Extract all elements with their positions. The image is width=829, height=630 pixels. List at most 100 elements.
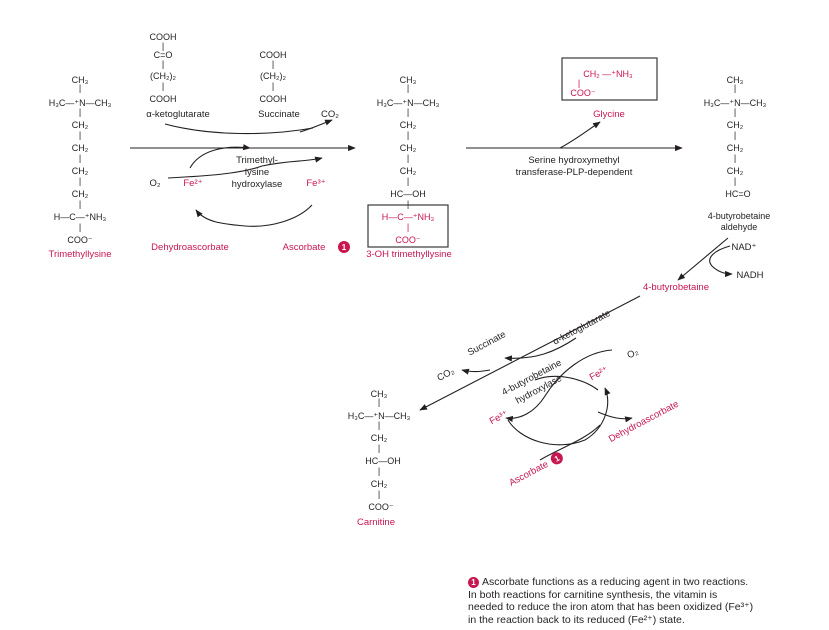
ohtml-bond-6: |: [407, 199, 409, 209]
tml-bond-1: |: [79, 83, 81, 93]
reaction4-labels: α-ketoglutarate Succinate CO₂ O₂ 4-butyr…: [435, 308, 680, 489]
co2-label-1: CO₂: [321, 109, 339, 120]
bba-ch2-3: CH₂: [727, 166, 744, 176]
akg-ch2-2: (CH₂)₂: [150, 71, 176, 81]
tml-bond-5: |: [79, 176, 81, 186]
carn-bond-3: |: [378, 443, 380, 453]
glycine-bond: |: [578, 78, 580, 88]
footnote-line-4: in the reaction back to its reduced (Fe²…: [468, 613, 685, 626]
bba-bond-2: |: [734, 107, 736, 117]
fe3-to-fe2-cycle-bottom-2: [507, 419, 586, 446]
ascorbate-label-2: Ascorbate: [507, 459, 550, 489]
footnote-line-3: needed to reduce the iron atom that has …: [468, 601, 754, 613]
succinate-label: Succinate: [258, 109, 300, 120]
succ-bond-2: |: [272, 81, 274, 91]
trimethyllysine-label: Trimethyllysine: [49, 249, 112, 260]
butyrobetaine-aldehyde-label-line-1: 4-butyrobetaine: [708, 211, 771, 221]
ohtml-bond-4: |: [407, 153, 409, 163]
fe3-label-2: Fe³⁺: [488, 408, 510, 427]
footnote-badge: 1: [468, 577, 479, 588]
bba-aldehyde: HC=O: [725, 189, 750, 199]
ohtml-ch2-1: CH₂: [400, 120, 417, 130]
bba-bond-5: |: [734, 176, 736, 186]
tml-bond-7: |: [79, 222, 81, 232]
tml-ch2-2: CH₂: [72, 143, 89, 153]
akg-bond-1: |: [162, 41, 164, 51]
glycine-carboxylate: COO⁻: [570, 88, 596, 98]
akg-carbonyl: C=O: [154, 50, 173, 60]
ohtml-bond-5: |: [407, 176, 409, 186]
carn-hydroxyl-carbon: HC—OH: [365, 456, 401, 466]
ohtml-hydroxyl-carbon: HC—OH: [390, 189, 426, 199]
oh-trimethyllysine-label: 3-OH trimethyllysine: [366, 249, 452, 260]
nad-to-nadh-curve: [709, 245, 733, 278]
glycine-release-arrow: [559, 121, 601, 149]
dehydroascorbate-arrow-2: [597, 411, 633, 423]
butyrobetaine-label: 4-butyrobetaine: [643, 282, 709, 293]
carn-bond-4: |: [378, 466, 380, 476]
enzyme1-line-2: lysine: [245, 167, 269, 178]
ohtml-ch2-2: CH₂: [400, 143, 417, 153]
succ-ch2-2: (CH₂)₂: [260, 71, 286, 81]
tml-bond-2: |: [79, 107, 81, 117]
ohtml-ch3-top: CH₃: [400, 75, 417, 85]
ascorbate-badge-1-number: 1: [342, 243, 347, 252]
ohtml-ch2-3: CH₂: [400, 166, 417, 176]
tml-n-row: H₃C—⁺N—CH₃: [49, 98, 112, 108]
succ-cooh-top: COOH: [260, 50, 287, 60]
enzyme1-line-3: hydroxylase: [232, 179, 283, 190]
ascorbate-badge-2-number: 1: [553, 453, 562, 463]
ohtml-n-row: H₃C—⁺N—CH₃: [377, 98, 440, 108]
dehydroascorbate-label-2: Dehydroascorbate: [607, 399, 681, 445]
akg-bond-2: |: [162, 59, 164, 69]
succ-cooh-bottom: COOH: [260, 94, 287, 104]
fe2-label-2: Fe²⁺: [588, 364, 610, 383]
o2-arrow-2: [505, 349, 613, 423]
carn-carboxylate: COO⁻: [368, 502, 394, 512]
tml-ch3-top: CH₃: [72, 75, 89, 85]
butyrobetaine-aldehyde-label-line-2: aldehyde: [721, 222, 758, 232]
co2-release-arrow-2: [461, 368, 491, 375]
ohtml-bond-3: |: [407, 130, 409, 140]
oh-trimethyllysine-structure: CH₃ | H₃C—⁺N—CH₃ | CH₂ | CH₂ | CH₂ | HC—…: [366, 75, 452, 260]
glycine-moiety-box: [367, 204, 449, 248]
carn-ch2-2: CH₂: [371, 479, 388, 489]
akg-to-succinate-curve: [164, 123, 314, 135]
co2-release-arrow: [299, 119, 333, 133]
co2-label-2: CO₂: [435, 366, 456, 384]
bba-bond-1: |: [734, 83, 736, 93]
o2-label-1: O₂: [149, 178, 160, 189]
ohtml-bond-2: |: [407, 107, 409, 117]
ascorbate-badge-1: [338, 241, 350, 253]
carn-n-row: H₃C—⁺N—CH₃: [348, 411, 411, 421]
succinate-label-2: Succinate: [466, 329, 508, 358]
bba-bond-4: |: [734, 153, 736, 163]
reaction1-arrows: [130, 119, 356, 227]
glycine-ch2-nh3: CH₂ —⁺NH₃: [583, 69, 633, 79]
trimethyllysine-structure: CH₃ | H₃C—⁺N—CH₃ | CH₂ | CH₂ | CH₂ | CH₂…: [49, 75, 112, 260]
bba-bond-3: |: [734, 130, 736, 140]
bba-n-row: H₃C—⁺N—CH₃: [704, 98, 767, 108]
akg-to-succinate-curve-2: [504, 337, 577, 362]
tml-ch2-1: CH₂: [72, 120, 89, 130]
tml-bond-3: |: [79, 130, 81, 140]
bba-ch2-1: CH₂: [727, 120, 744, 130]
bba-ch2-2: CH₂: [727, 143, 744, 153]
fe3-to-fe2-arrow-2: [584, 387, 611, 441]
ascorbate-label-1: Ascorbate: [283, 242, 326, 253]
alpha-ketoglutarate-label-2: α-ketoglutarate: [551, 308, 612, 348]
fe2-to-fe3-cycle-top: [189, 144, 251, 169]
fe3-to-fe2-cycle-bottom: [195, 209, 246, 227]
butyrobetaine-aldehyde-structure: CH₃ | H₃C—⁺N—CH₃ | CH₂ | CH₂ | CH₂ | HC=…: [704, 75, 771, 232]
akg-cooh-top: COOH: [150, 32, 177, 42]
reaction3: NAD⁺ NADH 4-butyrobetaine: [643, 237, 764, 293]
carn-bond-5: |: [378, 489, 380, 499]
tml-ch2-3: CH₂: [72, 166, 89, 176]
enzyme2-line-1: Serine hydroxymethyl: [528, 155, 619, 166]
bba-ch3-top: CH₃: [727, 75, 744, 85]
nad-label: NAD⁺: [731, 242, 756, 253]
carn-bond-1: |: [378, 397, 380, 407]
